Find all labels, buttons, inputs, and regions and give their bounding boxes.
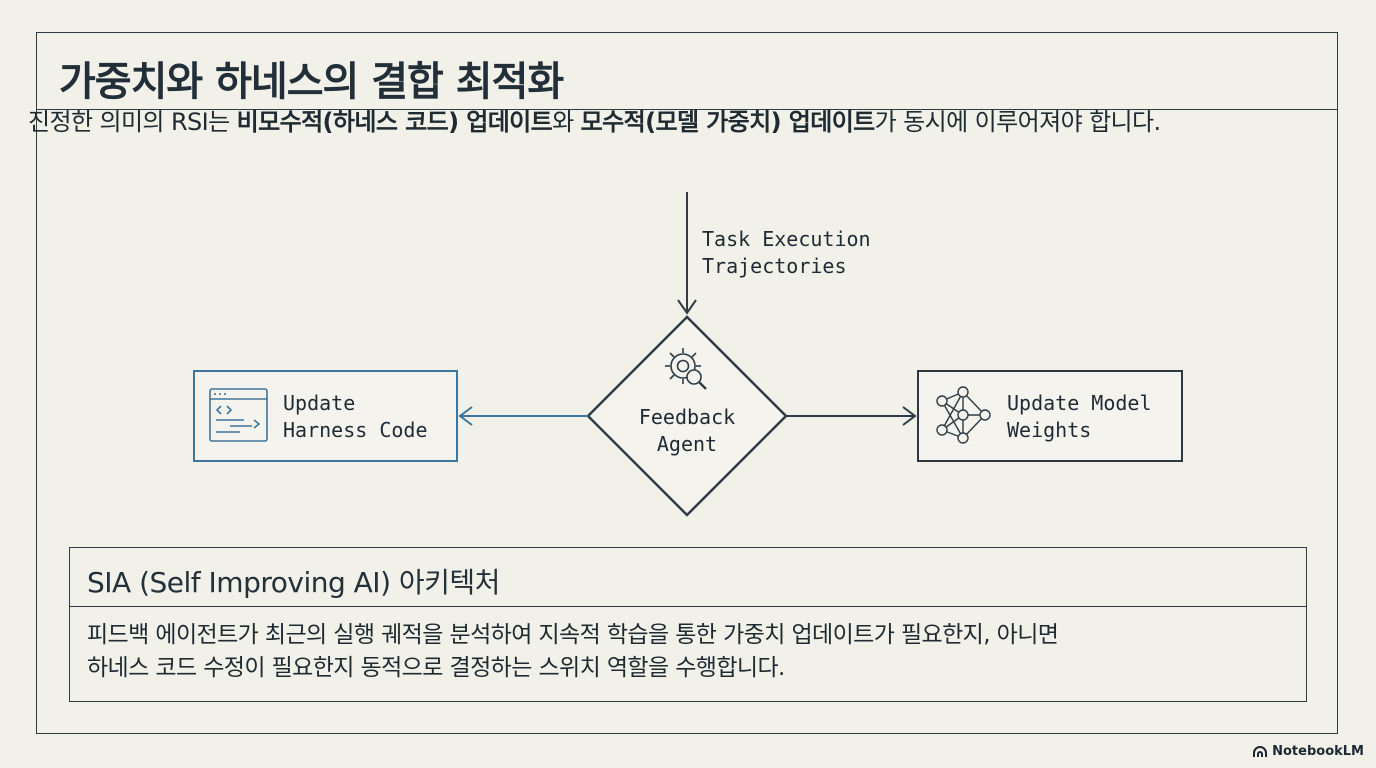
sia-description: 피드백 에이전트가 최근의 실행 궤적을 분석하여 지속적 학습을 통한 가중치… xyxy=(87,619,1287,685)
intro-bold-2: 모수적(모델 가중치) 업데이트 xyxy=(580,108,876,136)
feedback-agent-line-2: Agent xyxy=(656,432,718,456)
update-harness-line-2: Harness Code xyxy=(283,418,428,442)
left-arrow-head xyxy=(458,406,473,426)
feedback-agent-line-1: Feedback xyxy=(638,405,736,429)
notebooklm-logo-icon xyxy=(1253,745,1268,757)
input-label-line-1: Task Execution xyxy=(702,227,871,251)
update-harness-label: Update Harness Code xyxy=(283,390,428,444)
gear-magnifier-icon xyxy=(665,348,707,390)
sia-panel-header: SIA (Self Improving AI) 아키텍처 xyxy=(70,548,1306,607)
slide-frame: 가중치와 하네스의 결합 최적화 xyxy=(36,32,1338,734)
title-bar: 가중치와 하네스의 결합 최적화 xyxy=(37,33,1337,110)
input-label: Task Execution Trajectories xyxy=(702,226,871,280)
update-weights-label: Update Model Weights xyxy=(1007,390,1152,444)
feedback-agent-diamond xyxy=(586,315,788,517)
intro-text-3: 가 동시에 이루어져야 합니다. xyxy=(874,108,1161,136)
sia-description-line-1: 피드백 에이전트가 최근의 실행 궤적을 분석하여 지속적 학습을 통한 가중치… xyxy=(87,622,1059,648)
intro-text-2: 와 xyxy=(552,108,581,136)
input-label-line-2: Trajectories xyxy=(702,254,847,278)
update-harness-line-1: Update xyxy=(283,391,356,415)
intro-text-1: 진정한 의미의 RSI는 xyxy=(28,108,237,136)
update-weights-line-2: Weights xyxy=(1007,418,1092,442)
update-harness-code-box xyxy=(193,370,458,462)
sia-panel: SIA (Self Improving AI) 아키텍처 피드백 에이전트가 최… xyxy=(69,547,1307,702)
sia-title: SIA (Self Improving AI) 아키텍처 xyxy=(87,566,500,599)
sia-description-line-2: 하네스 코드 수정이 필요한지 동적으로 결정하는 스위치 역할을 수행합니다. xyxy=(87,655,785,681)
input-arrow-head xyxy=(677,299,697,315)
intro-bold-1: 비모수적(하네스 코드) 업데이트 xyxy=(236,108,553,136)
intro-sentence: 진정한 의미의 RSI는 비모수적(하네스 코드) 업데이트와 모수적(모델 가… xyxy=(28,102,1278,137)
code-window-icon xyxy=(209,388,268,442)
update-weights-line-1: Update Model xyxy=(1007,391,1152,415)
right-arrow-head xyxy=(902,406,917,426)
brand-label: NotebookLM xyxy=(1272,744,1364,759)
feedback-agent-label: Feedback Agent xyxy=(627,404,747,458)
notebooklm-brand: NotebookLM xyxy=(1252,744,1364,759)
neural-network-icon xyxy=(936,386,991,444)
slide-title: 가중치와 하네스의 결합 최적화 xyxy=(59,59,564,105)
